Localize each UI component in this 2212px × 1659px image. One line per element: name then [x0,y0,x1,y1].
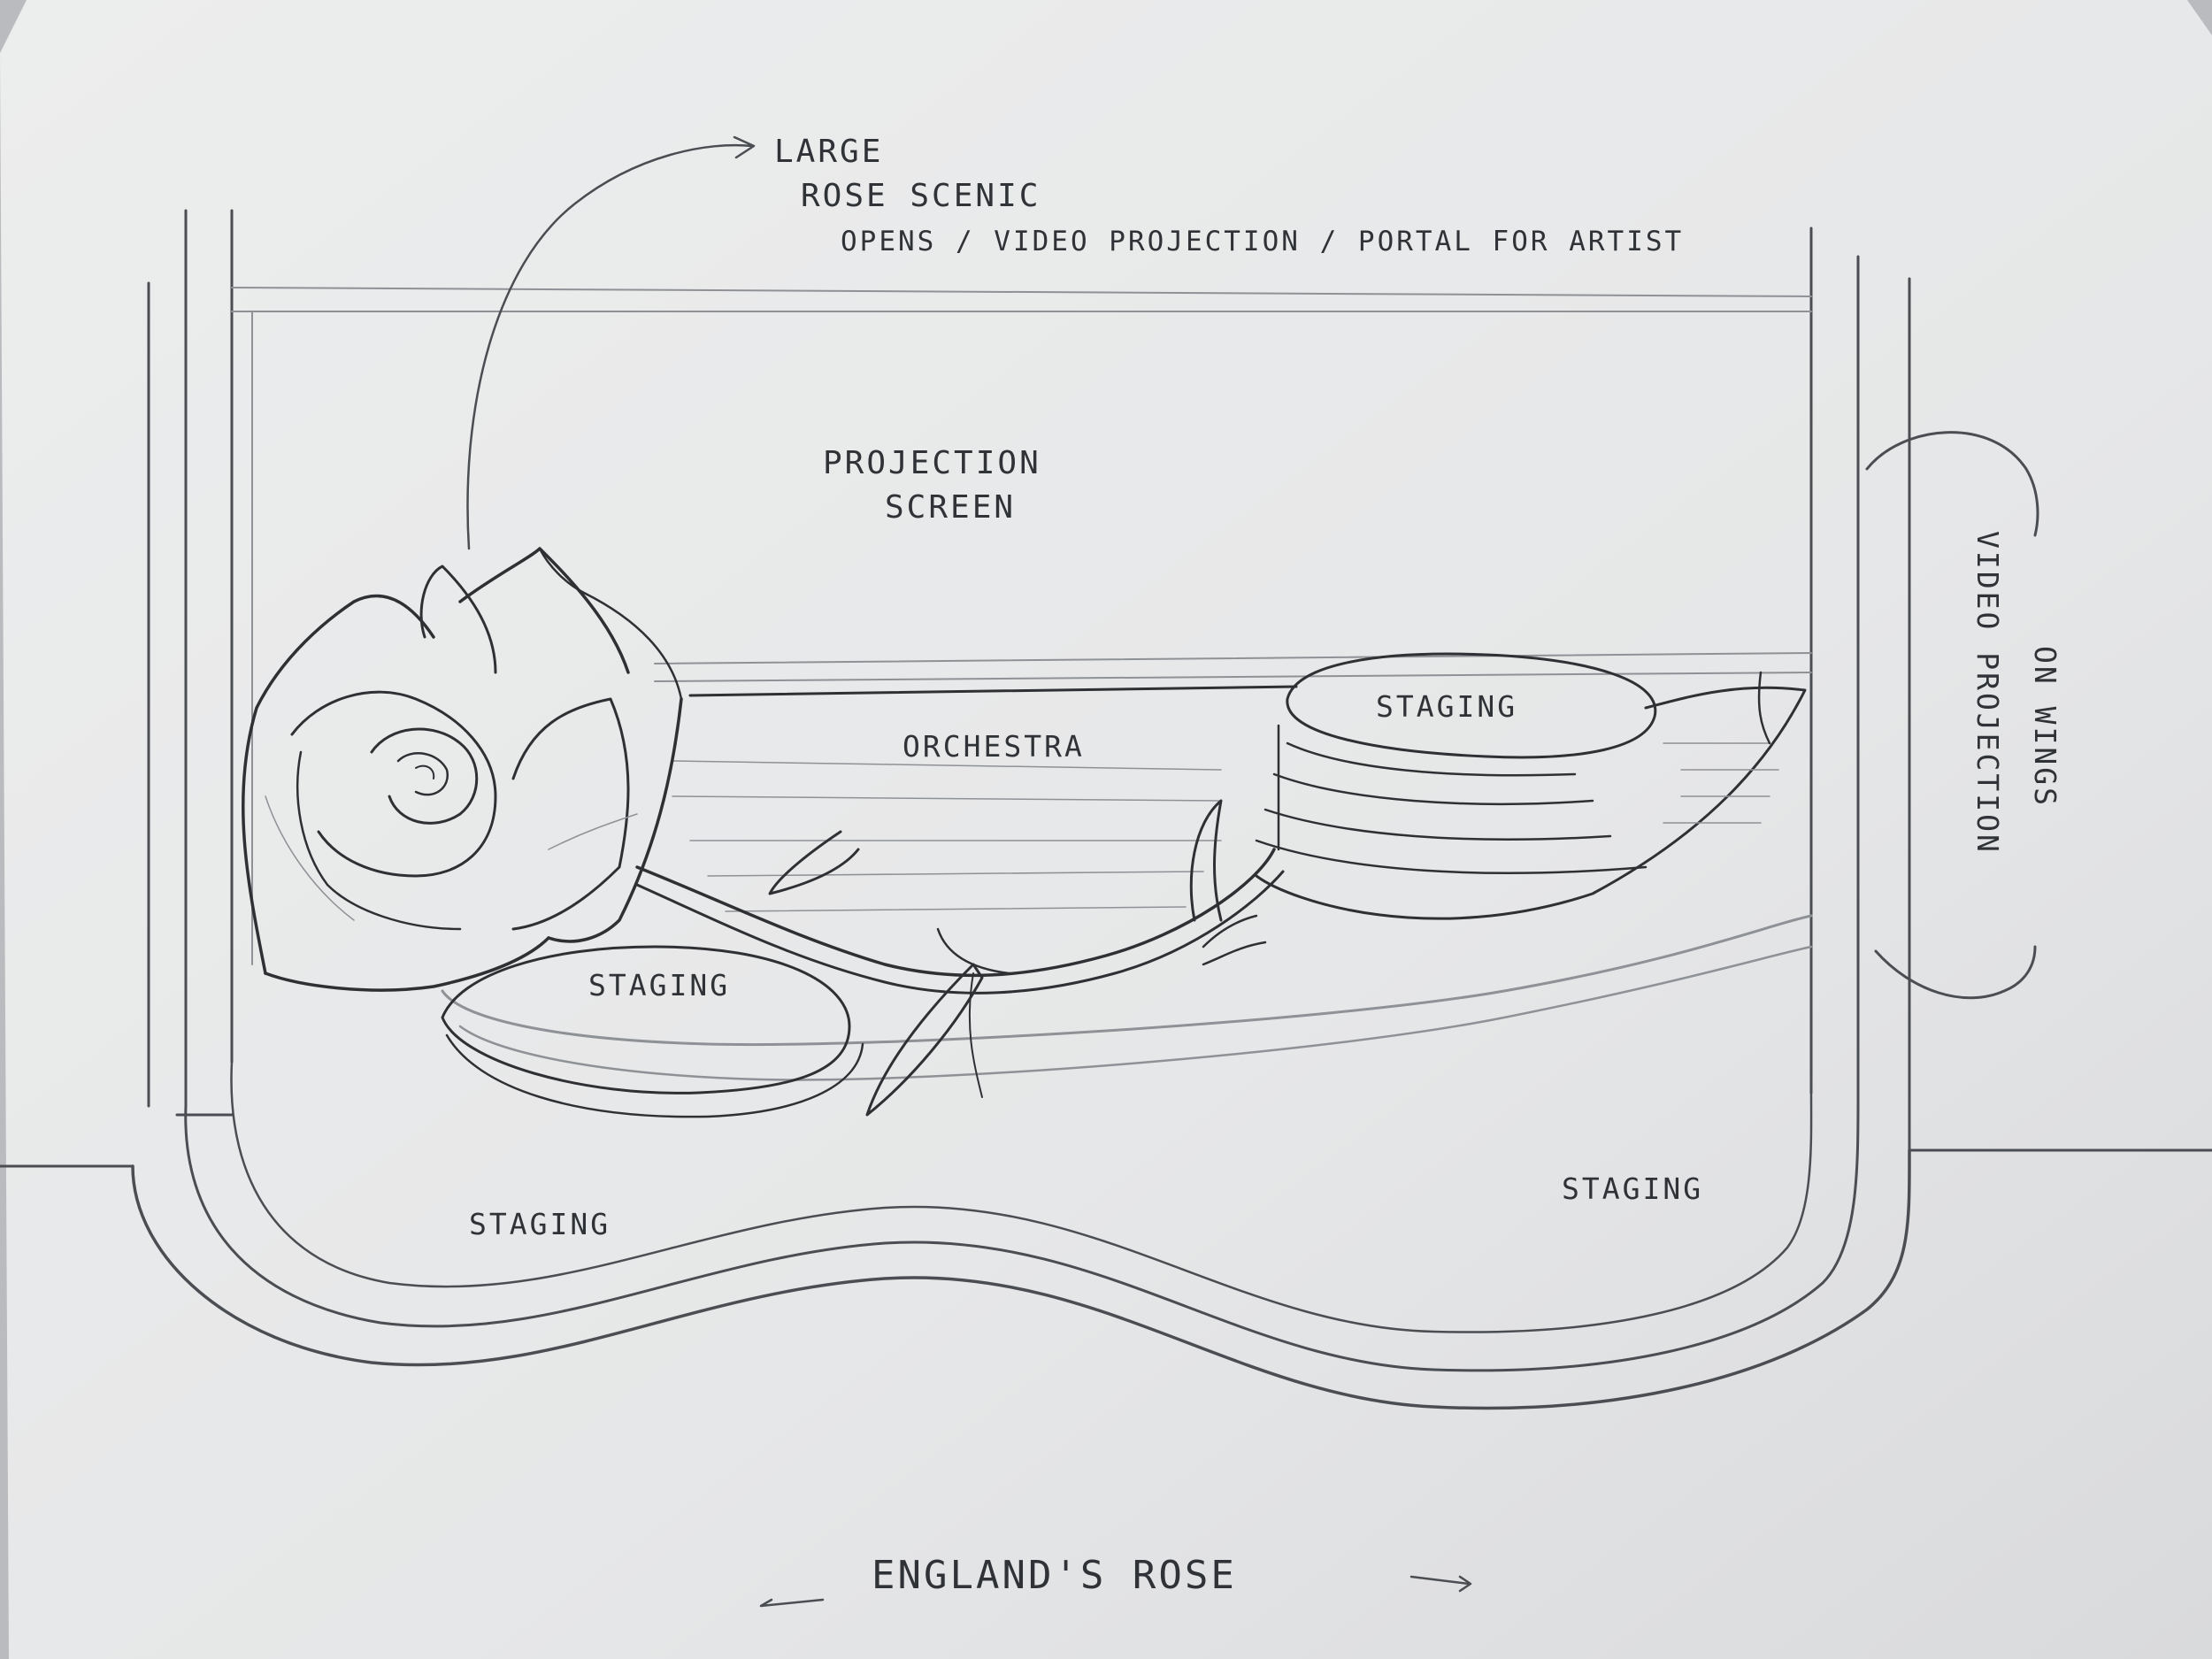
staging-label-lower-left: STAGING [469,1207,611,1241]
left-wing-walls [0,209,234,1168]
projection-screen-frame [231,287,1812,965]
wing-projection-arcs [1865,431,2039,1000]
right-wing-walls [1809,227,2212,1152]
stage-apron-outline [131,1060,1911,1410]
wings-note-line-2: ON WINGS [2028,646,2062,808]
annotation-line-3: OPENS / VIDEO PROJECTION / PORTAL FOR AR… [841,226,1684,257]
annotation-leader [466,135,756,550]
staging-label-upper-right: STAGING [1376,689,1517,724]
orchestra-pit [441,652,1813,1081]
staging-platform-right [1255,652,1807,920]
staging-label-lower-right: STAGING [1562,1171,1703,1206]
annotation-line-2: ROSE SCENIC [801,178,1041,214]
projection-screen-label-1: PROJECTION [823,445,1041,481]
orchestra-label: ORCHESTRA [902,729,1085,764]
title-arrows [759,1575,1472,1608]
drawing-title: ENGLAND'S ROSE [872,1553,1237,1598]
staging-platform-left [441,945,864,1118]
projection-screen-label-2: SCREEN [885,489,1016,526]
wings-note-line-1: VIDEO PROJECTION [1970,531,2005,855]
staging-label-center-left: STAGING [588,968,730,1002]
rose-bloom [241,547,683,992]
annotation-line-1: LARGE [774,134,883,170]
rose-stem [635,671,1771,1117]
